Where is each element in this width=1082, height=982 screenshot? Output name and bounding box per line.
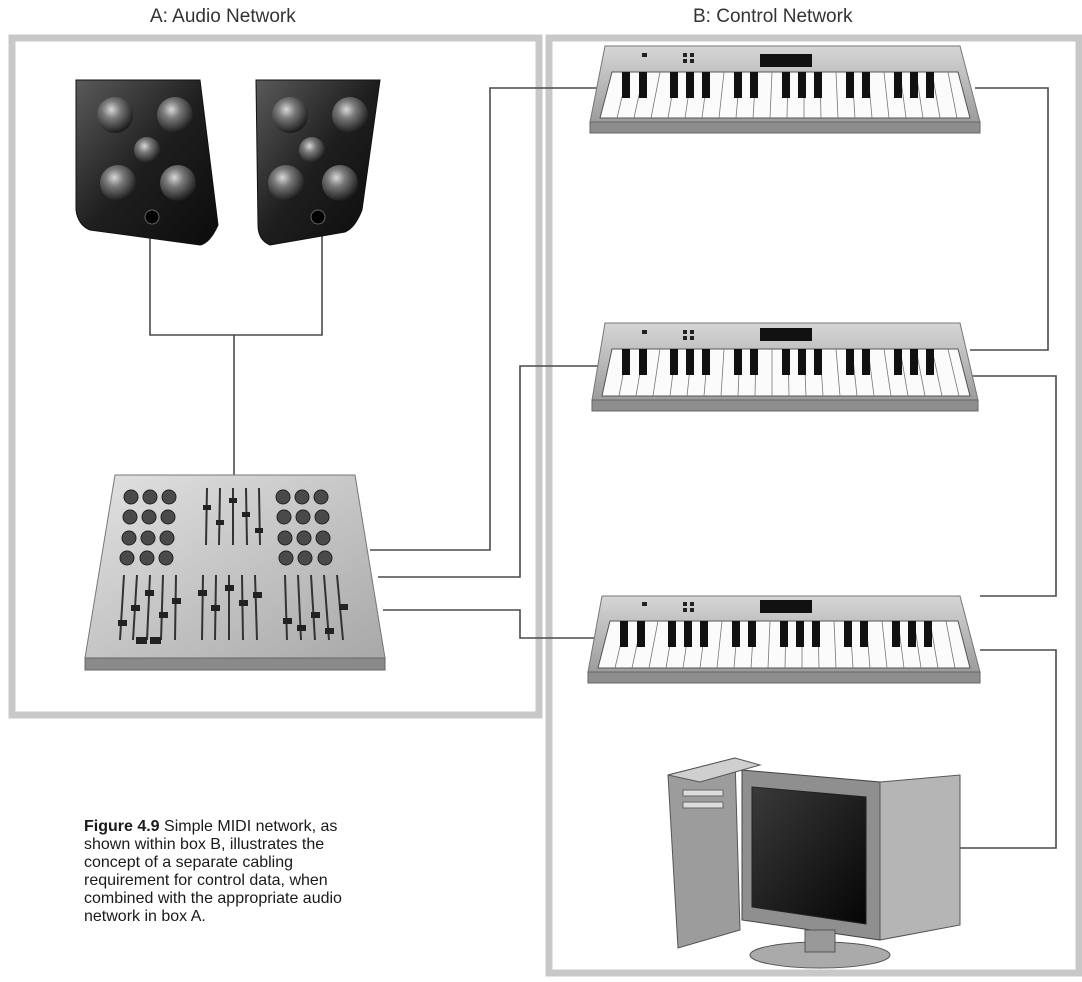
mixer-to-keyboard2-cable [378,366,600,577]
computer-icon [668,758,960,968]
keyboard2-to-keyboard3-cable [970,376,1056,596]
speaker-left-icon [76,80,218,245]
figure-caption: Figure 4.9 Simple MIDI network, as shown… [84,818,344,926]
mixer-to-keyboard3-cable [383,610,598,638]
keyboard-3-icon [588,596,980,683]
figure-caption-label: Figure 4.9 [84,818,160,835]
keyboard-2-icon [592,323,978,411]
speaker-right-icon [256,80,380,245]
mixer-icon [85,475,385,670]
keyboard-1-icon [590,46,980,133]
speaker-cable [150,235,322,335]
mixer-to-keyboard1-cable [370,88,603,550]
keyboard1-to-keyboard2-cable [970,88,1048,350]
